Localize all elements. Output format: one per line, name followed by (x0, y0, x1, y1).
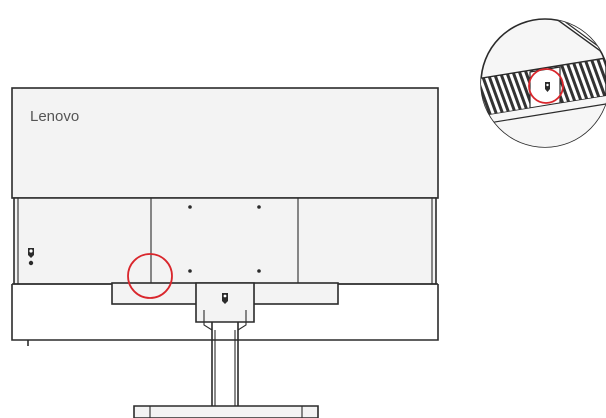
stand-neck (195, 282, 255, 408)
vesa-hole (188, 205, 192, 209)
kensington-lock-slot-icon (545, 82, 550, 92)
monitor-back (11, 87, 439, 346)
stand-base (133, 405, 319, 418)
monitor-bottom-edge (11, 284, 439, 341)
vesa-hole (257, 269, 261, 273)
neck-bevel-left (203, 310, 213, 331)
vesa-hole (257, 205, 261, 209)
monitor-upper-panel (11, 87, 439, 199)
power-button-icon (28, 248, 34, 266)
vesa-mount-holes (188, 205, 261, 273)
neck-bevel-right (237, 310, 247, 331)
vesa-hole (188, 269, 192, 273)
monitor-lower-panel (13, 197, 437, 285)
stand-release-icon (222, 293, 228, 304)
zoom-slot-highlight (528, 68, 564, 104)
base-plate (133, 405, 319, 418)
security-slot-highlight (127, 253, 173, 299)
security-slot-zoom-inset (480, 18, 606, 148)
brand-logo: Lenovo (30, 108, 79, 125)
